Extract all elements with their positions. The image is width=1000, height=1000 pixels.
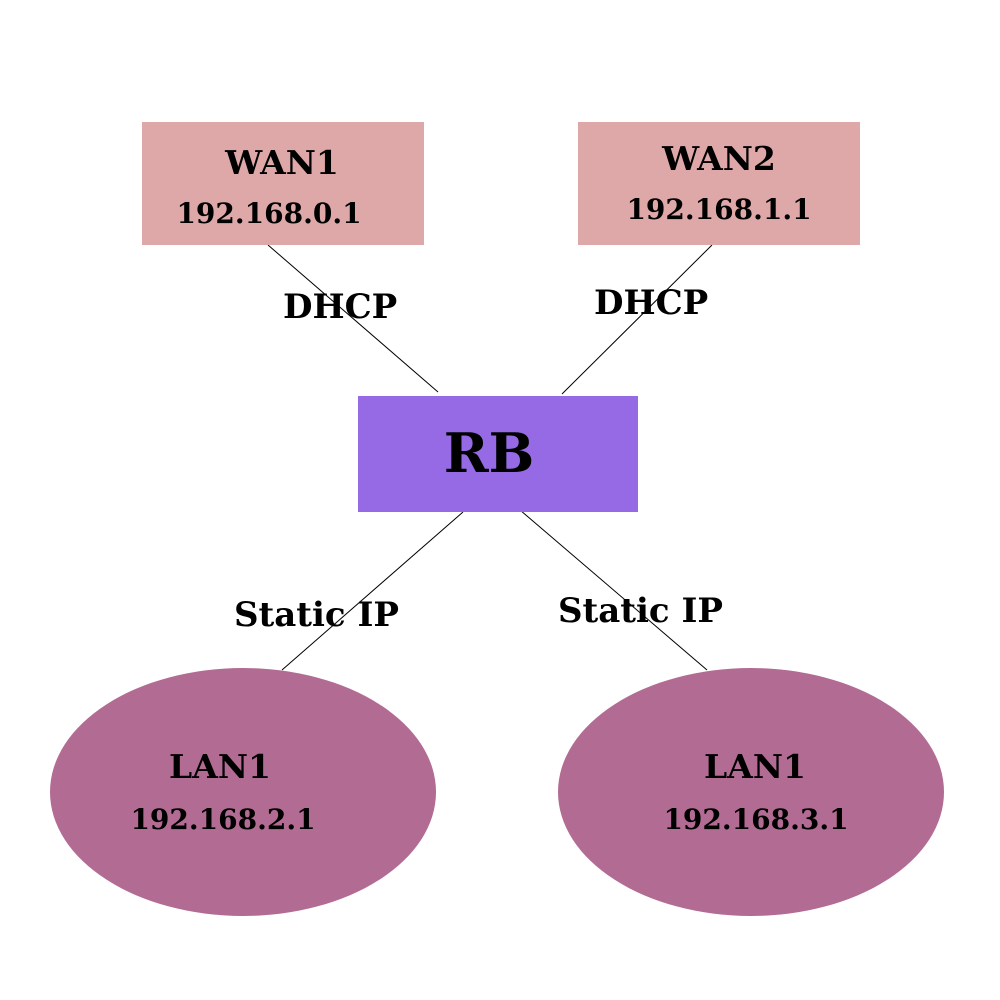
link-line-wan1-router xyxy=(267,244,439,393)
link-label-wan1: DHCP xyxy=(283,287,398,327)
router-name: RB xyxy=(443,421,535,485)
link-label-wan2: DHCP xyxy=(594,283,709,323)
lan-right-node: LAN1 192.168.3.1 xyxy=(558,668,944,916)
wan2-name: WAN2 xyxy=(662,139,776,178)
wan1-node: WAN1 192.168.0.1 xyxy=(142,122,424,245)
router-node: RB xyxy=(358,396,638,512)
lan-left-ip: 192.168.2.1 xyxy=(130,803,316,836)
link-line-router-lan-left xyxy=(281,511,464,671)
wan1-name: WAN1 xyxy=(225,143,339,182)
link-line-wan2-router xyxy=(561,244,713,395)
wan1-ip: 192.168.0.1 xyxy=(176,197,362,230)
lan-left-node: LAN1 192.168.2.1 xyxy=(50,668,436,916)
lan-right-name: LAN1 xyxy=(704,747,806,786)
link-label-lan-right: Static IP xyxy=(558,591,723,631)
lan-right-ip: 192.168.3.1 xyxy=(663,803,849,836)
lan-left-name: LAN1 xyxy=(169,747,271,786)
wan2-ip: 192.168.1.1 xyxy=(626,193,812,226)
wan2-node: WAN2 192.168.1.1 xyxy=(578,122,860,245)
link-line-router-lan-right xyxy=(519,509,708,671)
link-label-lan-left: Static IP xyxy=(234,595,399,635)
